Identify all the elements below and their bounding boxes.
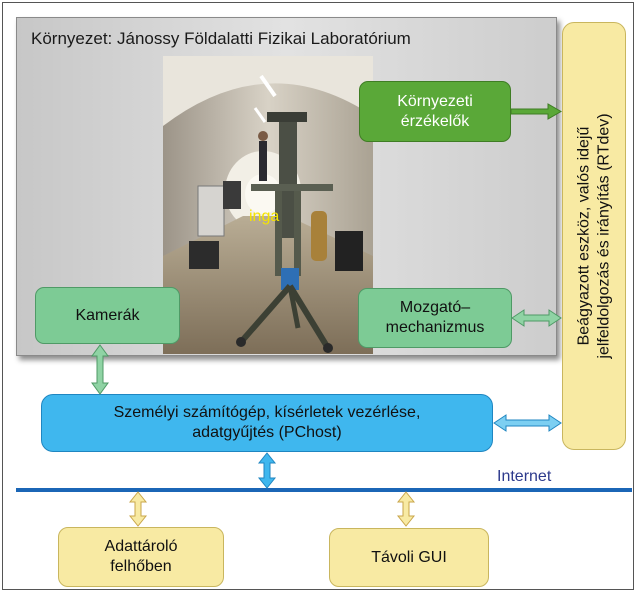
lab-photo: [163, 56, 373, 354]
cloud-storage-box: Adattároló felhőben: [58, 527, 224, 587]
internet-line: [16, 488, 632, 492]
motion-mechanism-line1: Mozgató–: [399, 299, 471, 316]
motion-mechanism-line2: mechanizmus: [385, 319, 485, 336]
lab-photo-illustration: [163, 56, 373, 354]
environmental-sensors-line2: érzékelők: [400, 112, 470, 130]
cloud-storage-line2: felhőben: [110, 558, 172, 575]
embedded-device-box: [562, 22, 626, 450]
personal-computer-line2: adatgyűjtés (PChost): [192, 424, 342, 441]
arrow-pc-rtdev: [493, 414, 562, 432]
arrow-internet-cloud: [128, 491, 148, 527]
internet-label: Internet: [497, 468, 552, 485]
cameras-label: Kamerák: [75, 306, 140, 324]
pendulum-label: inga: [249, 208, 280, 225]
environment-title: Környezet: Jánossy Földalatti Fizikai La…: [31, 29, 411, 48]
motion-mechanism-box: Mozgató– mechanizmus: [358, 288, 512, 348]
remote-gui-label: Távoli GUI: [371, 548, 447, 566]
personal-computer-line1: Személyi számítógép, kísérletek vezérlés…: [113, 404, 421, 421]
personal-computer-box: Személyi számítógép, kísérletek vezérlés…: [41, 394, 493, 452]
cameras-box: Kamerák: [35, 287, 180, 344]
remote-gui-box: Távoli GUI: [329, 528, 489, 587]
arrow-cameras-pc: [91, 344, 109, 395]
environmental-sensors-box: Környezeti érzékelők: [359, 81, 511, 142]
arrow-pc-internet: [257, 452, 277, 489]
arrow-internet-gui: [396, 491, 416, 527]
cloud-storage-line1: Adattároló: [104, 538, 178, 555]
arrow-motion-rtdev: [511, 309, 562, 327]
environmental-sensors-line1: Környezeti: [397, 92, 473, 110]
arrow-sensors-to-rtdev: [510, 103, 563, 120]
